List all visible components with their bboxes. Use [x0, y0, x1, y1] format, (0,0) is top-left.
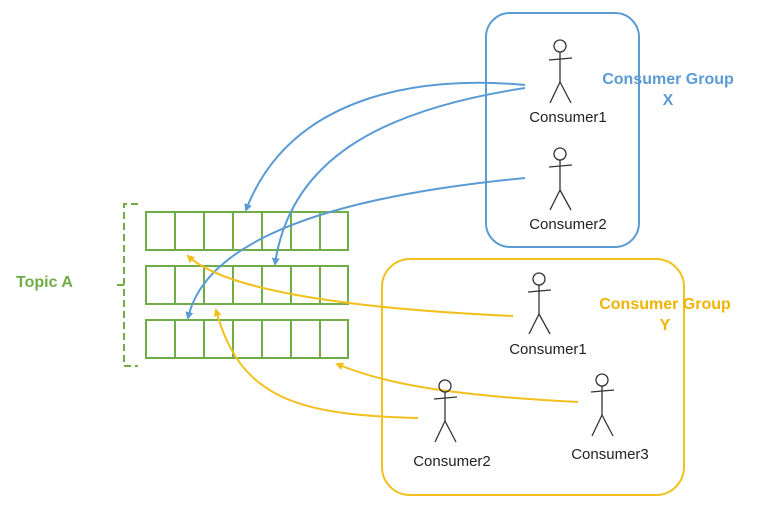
arrow-y-consumer1-p2	[186, 254, 514, 317]
partition-3	[145, 319, 349, 359]
consumer-y3-figure-icon	[590, 373, 615, 437]
group-x-title-letter: X	[663, 92, 674, 109]
arrow-x-consumer2-p3	[185, 177, 526, 320]
group-x-title: Consumer Group	[602, 71, 734, 88]
group-x-box	[485, 12, 640, 248]
consumer-x1-label: Consumer1	[529, 109, 607, 126]
arrow-y-consumer2-p3	[213, 308, 419, 419]
group-y-title-letter: Y	[660, 317, 671, 334]
consumer-y2-label: Consumer2	[413, 453, 491, 470]
group-y-box	[381, 258, 685, 496]
arrow-x-consumer1-p2	[271, 87, 526, 266]
topic-bracket	[117, 203, 138, 367]
arrow-x-consumer1-p1	[244, 81, 526, 212]
consumer-x2-label: Consumer2	[529, 216, 607, 233]
consumer-x1-figure-icon	[548, 39, 573, 104]
consumer-y1-label: Consumer1	[509, 341, 587, 358]
topic-label: Topic A	[16, 274, 73, 291]
consumer-x2-figure-icon	[548, 147, 573, 211]
partition-1	[145, 211, 349, 251]
arrow-y-consumer3-p3	[335, 362, 579, 403]
consumer-y2-figure-icon	[433, 379, 458, 443]
consumer-y1-figure-icon	[527, 272, 552, 335]
consumer-y3-label: Consumer3	[571, 446, 649, 463]
group-y-title: Consumer Group	[599, 296, 731, 313]
